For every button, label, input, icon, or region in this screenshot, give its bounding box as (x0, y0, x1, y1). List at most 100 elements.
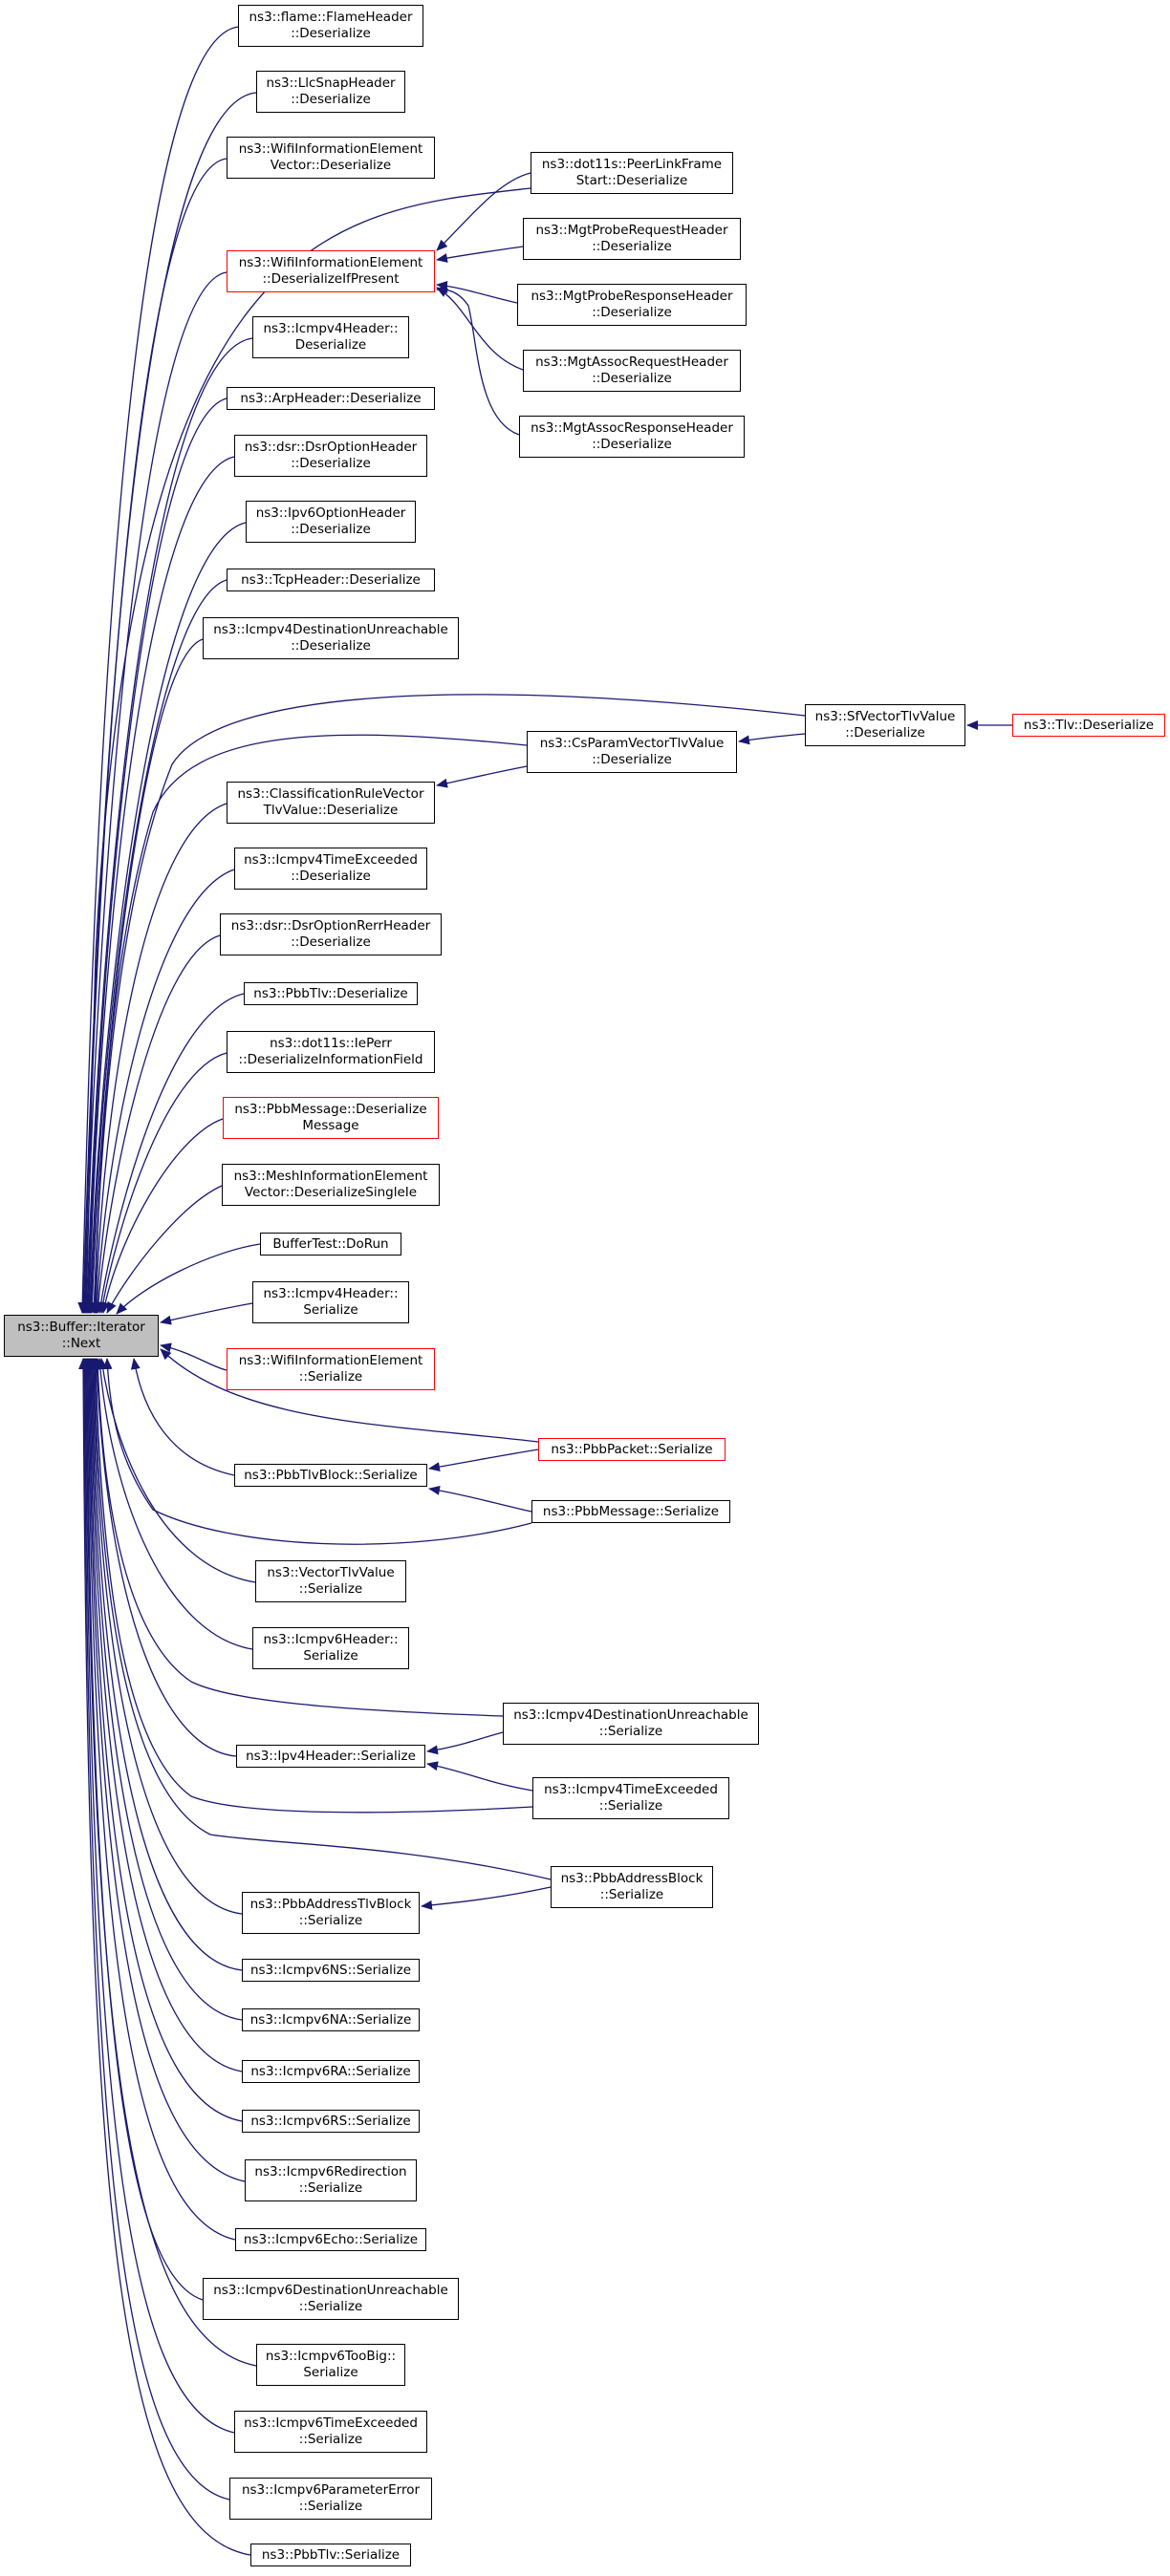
edge-28 (93, 1358, 504, 1717)
edge-2 (79, 158, 228, 1314)
edge-41 (80, 1358, 235, 2434)
edge-22 (160, 1342, 228, 1371)
edge-42 (79, 1358, 230, 2501)
node-pbb-tlv-deserialize[interactable]: ns3::PbbTlv::Deserialize (244, 982, 418, 1005)
edge-14 (92, 869, 235, 1314)
node-mgt-probe-request-deserialize[interactable]: ns3::MgtProbeRequestHeader::Deserialize (523, 218, 741, 260)
node-icmpv6-time-exceeded-serialize[interactable]: ns3::Icmpv6TimeExceeded::Serialize (234, 2411, 427, 2453)
edge-3 (80, 271, 228, 1314)
edge-7 (84, 456, 235, 1314)
edge-52 (428, 1449, 539, 1472)
edge-35 (86, 1358, 243, 2072)
node-mgt-probe-response-deserialize[interactable]: ns3::MgtProbeResponseHeader::Deserialize (517, 284, 747, 326)
edge-8 (85, 522, 247, 1314)
node-pbb-address-tlv-block-serialize[interactable]: ns3::PbbAddressTlvBlock::Serialize (242, 1892, 420, 1934)
node-llcsnap-header-deserialize[interactable]: ns3::LlcSnapHeader::Deserialize (256, 71, 405, 113)
edge-13 (91, 803, 228, 1314)
node-icmpv6-ra-serialize[interactable]: ns3::Icmpv6RA::Serialize (242, 2060, 420, 2083)
edge-18 (100, 1118, 224, 1314)
node-pbb-message-serialize[interactable]: ns3::PbbMessage::Serialize (531, 1500, 730, 1523)
node-sf-vector-tlv-value-deserialize[interactable]: ns3::SfVectorTlvValue::Deserialize (805, 704, 965, 746)
node-dsr-option-header-deserialize[interactable]: ns3::dsr::DsrOptionHeader::Deserialize (234, 435, 427, 477)
edge-23 (160, 1348, 539, 1443)
node-icmpv6-header-serialize[interactable]: ns3::Icmpv6Header::Serialize (252, 1627, 409, 1669)
node-pbb-packet-serialize[interactable]: ns3::PbbPacket::Serialize (538, 1438, 726, 1461)
edge-26 (98, 1358, 256, 1583)
edge-32 (89, 1358, 243, 1915)
node-icmpv4-header-serialize[interactable]: ns3::Icmpv4Header::Serialize (252, 1281, 409, 1323)
edge-36 (85, 1358, 243, 2122)
edge-24 (130, 1358, 235, 1476)
edge-20 (116, 1243, 261, 1315)
edge-19 (106, 1185, 223, 1314)
node-pbb-address-block-serialize[interactable]: ns3::PbbAddressBlock::Serialize (551, 1866, 713, 1908)
edge-17 (98, 1052, 228, 1314)
node-icmpv6-rs-serialize[interactable]: ns3::Icmpv6RS::Serialize (242, 2110, 420, 2133)
node-wifi-ie-deserialize-if-present[interactable]: ns3::WifiInformationElement::Deserialize… (227, 250, 435, 292)
edge-46 (436, 280, 518, 304)
node-icmpv4-header-deserialize[interactable]: ns3::Icmpv4Header::Deserialize (252, 316, 409, 358)
edge-0 (77, 26, 240, 1314)
node-tcp-header-deserialize[interactable]: ns3::TcpHeader::Deserialize (227, 569, 435, 591)
node-vector-tlv-value-serialize[interactable]: ns3::VectorTlvValue::Serialize (255, 1560, 406, 1602)
node-icmpv6-ns-serialize[interactable]: ns3::Icmpv6NS::Serialize (242, 1959, 420, 1982)
edge-27 (95, 1358, 253, 1650)
edge-48 (436, 284, 520, 436)
edges-layer (77, 26, 1012, 2556)
edge-56 (421, 1886, 552, 1910)
edge-16 (96, 993, 245, 1314)
node-wifi-ie-serialize[interactable]: ns3::WifiInformationElement::Serialize (227, 1348, 435, 1390)
edge-30 (91, 1358, 533, 1814)
node-arp-header-deserialize[interactable]: ns3::ArpHeader::Deserialize (227, 387, 435, 410)
edge-43 (78, 1358, 251, 2556)
edge-50 (738, 733, 806, 745)
node-icmpv6-echo-serialize[interactable]: ns3::Icmpv6Echo::Serialize (235, 2228, 426, 2251)
node-tlv-deserialize[interactable]: ns3::Tlv::Deserialize (1012, 714, 1165, 737)
node-mgt-assoc-request-deserialize[interactable]: ns3::MgtAssocRequestHeader::Deserialize (523, 350, 741, 392)
edge-15 (93, 934, 221, 1314)
edge-12 (90, 734, 528, 1314)
edge-54 (426, 1731, 504, 1755)
edge-51 (436, 765, 528, 788)
node-ieperr-deserialize-information-field[interactable]: ns3::dot11s::IePerr::DeserializeInformat… (227, 1031, 435, 1073)
edge-47 (436, 287, 524, 371)
node-icmpv4-dest-unreachable-deserialize[interactable]: ns3::Icmpv4DestinationUnreachable::Deser… (203, 617, 459, 659)
node-cs-param-vector-tlv-value-deserialize[interactable]: ns3::CsParamVectorTlvValue::Deserialize (527, 731, 737, 773)
edge-29 (92, 1358, 237, 1757)
edge-5 (82, 337, 253, 1314)
node-pbb-tlv-serialize[interactable]: ns3::PbbTlv::Serialize (250, 2544, 411, 2566)
edge-34 (87, 1358, 243, 2021)
node-mgt-assoc-response-deserialize[interactable]: ns3::MgtAssocResponseHeader::Deserialize (519, 416, 745, 458)
edge-40 (81, 1358, 257, 2367)
edge-55 (426, 1761, 533, 1792)
node-icmpv6-redirection-serialize[interactable]: ns3::Icmpv6Redirection::Serialize (245, 2159, 417, 2201)
edge-45 (436, 246, 524, 263)
edge-9 (86, 579, 228, 1314)
edge-38 (83, 1358, 236, 2241)
node-dsr-option-rerr-header-deserialize[interactable]: ns3::dsr::DsrOptionRerrHeader::Deseriali… (220, 913, 442, 955)
edge-10 (87, 638, 204, 1314)
node-buffer-test-dorun[interactable]: BufferTest::DoRun (260, 1233, 401, 1256)
edge-33 (88, 1358, 243, 1971)
edge-53 (428, 1485, 532, 1513)
node-icmpv6-parameter-error-serialize[interactable]: ns3::Icmpv6ParameterError::Serialize (229, 2478, 432, 2520)
node-flame-header-deserialize[interactable]: ns3::flame::FlameHeader::Deserialize (238, 5, 423, 47)
node-icmpv6-na-serialize[interactable]: ns3::Icmpv6NA::Serialize (242, 2008, 420, 2031)
node-icmpv4-time-exceeded-serialize[interactable]: ns3::Icmpv4TimeExceeded::Serialize (532, 1777, 729, 1819)
node-icmpv6-dest-unreachable-serialize[interactable]: ns3::Icmpv6DestinationUnreachable::Seria… (203, 2278, 459, 2320)
node-pbb-tlv-block-serialize[interactable]: ns3::PbbTlvBlock::Serialize (234, 1464, 427, 1487)
edge-4 (81, 187, 531, 1314)
node-icmpv4-time-exceeded-deserialize[interactable]: ns3::Icmpv4TimeExceeded::Deserialize (234, 848, 427, 890)
edge-11 (89, 694, 806, 1314)
node-ipv4-header-serialize[interactable]: ns3::Ipv4Header::Serialize (236, 1745, 425, 1768)
node-ipv6-option-header-deserialize[interactable]: ns3::Ipv6OptionHeader::Deserialize (246, 501, 416, 543)
node-icmpv6-too-big-serialize[interactable]: ns3::Icmpv6TooBig::Serialize (256, 2344, 405, 2386)
node-icmpv4-dest-unreachable-serialize[interactable]: ns3::Icmpv4DestinationUnreachable::Seria… (503, 1703, 759, 1745)
node-buffer-iterator-next[interactable]: ns3::Buffer::Iterator::Next (4, 1315, 159, 1357)
edge-37 (84, 1358, 246, 2182)
